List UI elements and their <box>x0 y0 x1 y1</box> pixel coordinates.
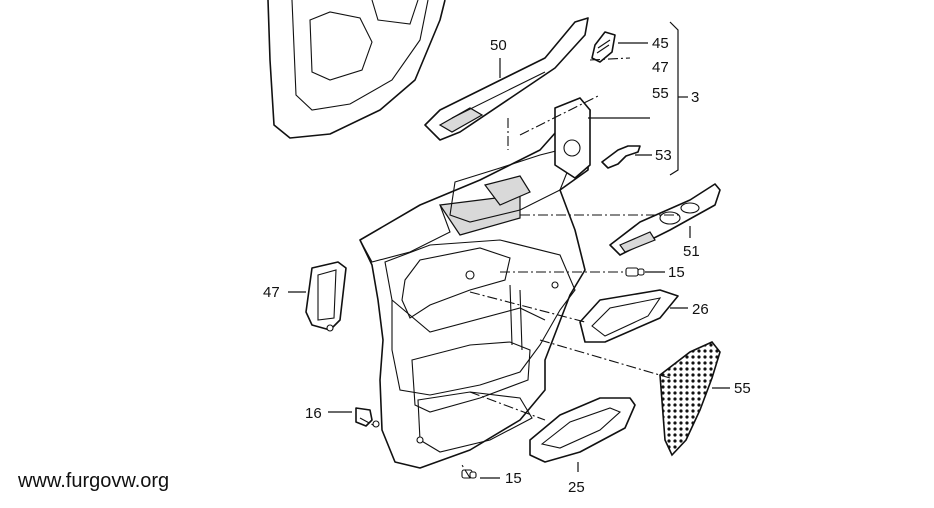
part-16-clip <box>355 407 380 428</box>
callout-15-bottom: 15 <box>505 470 522 487</box>
callout-45: 45 <box>652 35 669 52</box>
part-47-cup-holder <box>305 261 347 332</box>
callout-16: 16 <box>305 405 322 422</box>
callout-47-left: 47 <box>263 284 280 301</box>
callout-25: 25 <box>568 479 585 496</box>
part-51-handle-trim <box>609 183 721 256</box>
part-3-upper-panel <box>554 97 591 179</box>
part-45-small-grille <box>591 31 616 63</box>
part-26-pocket <box>579 289 679 343</box>
callout-53: 53 <box>655 147 672 164</box>
assembly-lines <box>359 57 680 479</box>
part-50-trim-strip <box>424 17 589 141</box>
part-55-speaker-grille <box>659 341 721 457</box>
leader-lines <box>288 21 730 479</box>
callout-47-top: 47 <box>652 59 669 76</box>
callout-26: 26 <box>692 301 709 318</box>
callout-15-top: 15 <box>668 264 685 281</box>
callout-55-right: 55 <box>734 380 751 397</box>
callout-50: 50 <box>490 37 507 54</box>
part-25-lower-pocket <box>529 397 636 463</box>
callout-55-top: 55 <box>652 85 669 102</box>
part-15-screw-upper <box>625 267 645 277</box>
watermark: www.furgovw.org <box>17 470 169 492</box>
callout-3: 3 <box>691 89 699 106</box>
part-53-bracket <box>601 145 641 169</box>
callout-51: 51 <box>683 243 700 260</box>
door-trim-panel <box>359 104 591 469</box>
door-frame-outline <box>267 0 446 139</box>
